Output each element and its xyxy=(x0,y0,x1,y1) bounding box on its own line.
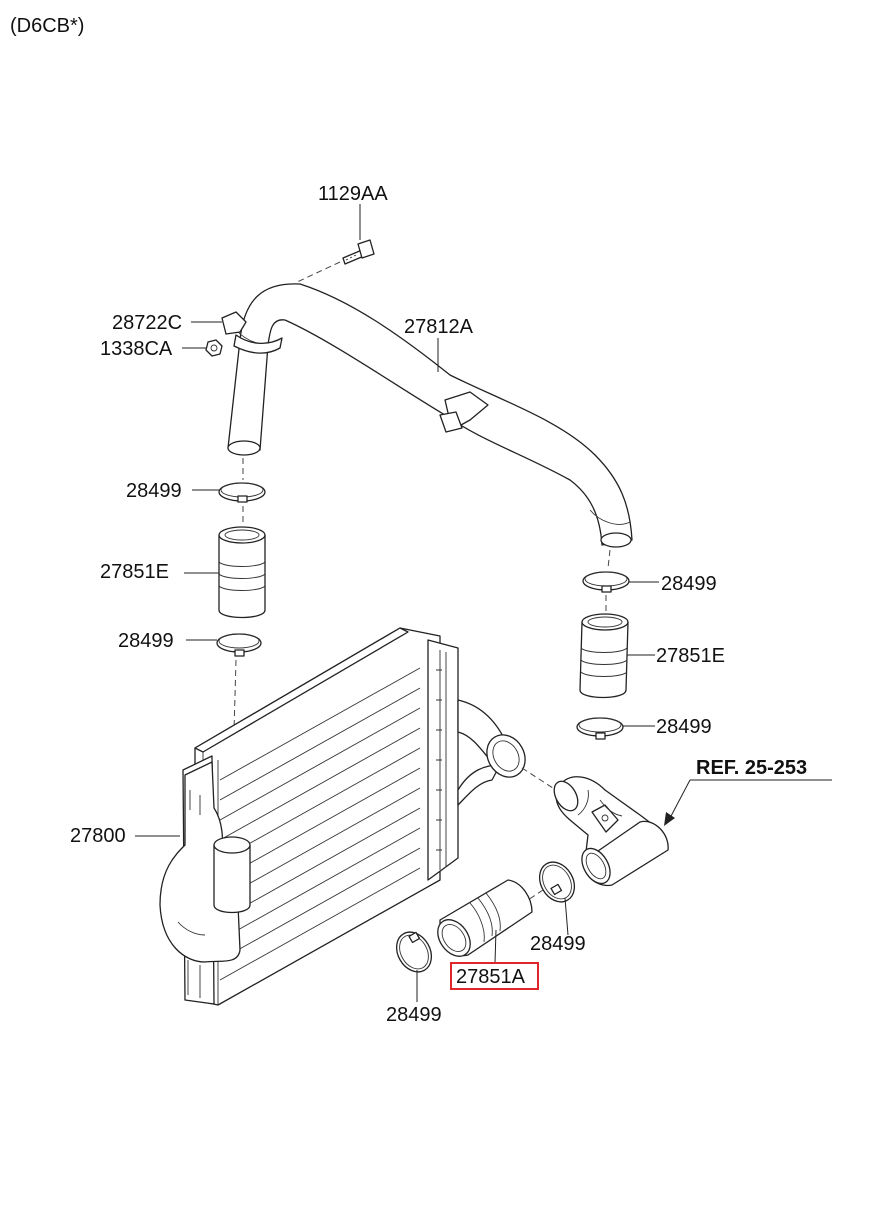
label-28722c: 28722C xyxy=(112,312,182,334)
label-27812a: 27812A xyxy=(404,316,474,338)
label-ref-25-253: REF. 25-253 xyxy=(696,757,807,779)
label-1338ca: 1338CA xyxy=(100,338,173,360)
intercooler-27800[interactable] xyxy=(159,627,533,1006)
label-28499-bottom-left: 28499 xyxy=(386,1004,442,1026)
label-28499-left-lower: 28499 xyxy=(118,630,174,652)
bolt-1129aa[interactable] xyxy=(342,239,375,265)
hose-left-27851e[interactable] xyxy=(218,526,266,619)
clamp-left-lower[interactable] xyxy=(216,633,262,657)
nut-1338ca[interactable] xyxy=(205,339,223,357)
label-1129aa: 1129AA xyxy=(318,183,388,205)
label-28499-left-upper: 28499 xyxy=(126,480,182,502)
highlight-box xyxy=(450,962,539,990)
label-27800: 27800 xyxy=(70,825,126,847)
label-27851e-left: 27851E xyxy=(100,561,169,583)
hose-right-27851e[interactable] xyxy=(579,613,629,699)
label-28499-right-lower: 28499 xyxy=(656,716,712,738)
clamp-right-lower[interactable] xyxy=(576,717,624,740)
hose-bottom-27851a[interactable] xyxy=(431,879,533,962)
label-28499-right-upper: 28499 xyxy=(661,573,717,595)
upper-pipe-27812a[interactable] xyxy=(221,283,633,548)
label-27851e-right: 27851E xyxy=(656,645,725,667)
clamp-right-upper[interactable] xyxy=(582,571,630,593)
label-27851a[interactable]: 27851A xyxy=(456,966,526,988)
clamp-bottom-right[interactable] xyxy=(533,856,582,908)
label-28499-bottom-right: 28499 xyxy=(530,933,586,955)
clamp-bottom-left[interactable] xyxy=(390,926,439,978)
diagram-title: (D6CB*) xyxy=(10,15,84,37)
clamp-left-upper[interactable] xyxy=(218,482,266,503)
ref-pipe-25-253[interactable] xyxy=(549,776,669,889)
